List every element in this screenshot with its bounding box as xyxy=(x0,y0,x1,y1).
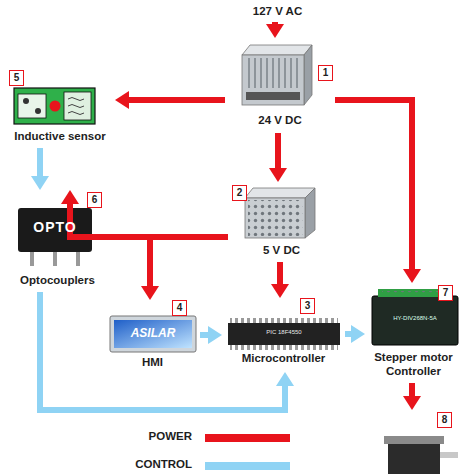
control-arrow xyxy=(200,332,208,338)
power-arrow xyxy=(335,100,412,269)
power-arrow xyxy=(272,22,278,24)
power-arrow xyxy=(277,262,283,284)
legend-text: CONTROL xyxy=(122,458,192,470)
control-arrow xyxy=(37,148,43,176)
hmi-panel xyxy=(110,316,196,352)
sensor-block: 5Inductive sensor xyxy=(5,70,115,148)
power-arrow xyxy=(70,204,228,237)
device-marking: OPTO xyxy=(18,219,92,236)
power-arrow xyxy=(150,237,228,286)
device-label: Microcontroller xyxy=(222,352,345,366)
callout-number: 1 xyxy=(318,65,333,81)
device-marking: ASILAR xyxy=(114,326,192,340)
callout-number: 6 xyxy=(87,192,102,208)
device-marking: HY-DIV268N-5A xyxy=(375,314,455,322)
microcontroller-block: 3PIC 18F4550Microcontroller xyxy=(222,298,345,372)
power-arrow xyxy=(129,97,225,103)
device-label: Inductive sensor xyxy=(5,130,115,144)
callout-number: 7 xyxy=(438,285,453,301)
callout-number: 5 xyxy=(9,70,24,86)
stepper-motor xyxy=(384,436,458,474)
device-label: HMI xyxy=(105,356,200,370)
inductive-sensor xyxy=(14,88,95,124)
callout-number: 3 xyxy=(300,298,315,314)
callout-number: 8 xyxy=(437,412,452,428)
device-label: Optocouplers xyxy=(5,274,110,288)
motor-block: 8 xyxy=(375,410,462,474)
power-supply-5v xyxy=(245,188,315,238)
hmi-block: 4ASILAR HMI xyxy=(105,300,200,372)
source-label: 127 V AC xyxy=(240,4,315,22)
driver-block: 7HY-DIV268N-5A Stepper motor Controller xyxy=(365,283,462,383)
power-supply-24v xyxy=(242,45,312,105)
power-arrow xyxy=(409,383,415,396)
optocoupler-block: 6OPTO Optocouplers xyxy=(5,190,110,292)
legend-text: POWER xyxy=(122,430,192,442)
device-label: 5 V DC xyxy=(228,244,335,258)
power-supply: 1 24 V DC xyxy=(225,38,335,133)
callout-number: 4 xyxy=(172,300,187,316)
power-supply: 2 5 V DC xyxy=(228,182,335,262)
microcontroller-chip xyxy=(228,318,340,350)
device-label: Stepper motor Controller xyxy=(365,351,462,379)
device-label: 24 V DC xyxy=(225,114,335,128)
legend-swatch xyxy=(205,462,290,470)
device-label: 127 V AC xyxy=(240,5,315,19)
device-marking: PIC 18F4550 xyxy=(228,328,340,336)
control-arrow xyxy=(40,292,285,410)
power-arrow xyxy=(275,133,281,168)
legend-swatch xyxy=(205,434,290,442)
callout-number: 2 xyxy=(232,185,247,201)
control-arrow xyxy=(345,331,351,337)
